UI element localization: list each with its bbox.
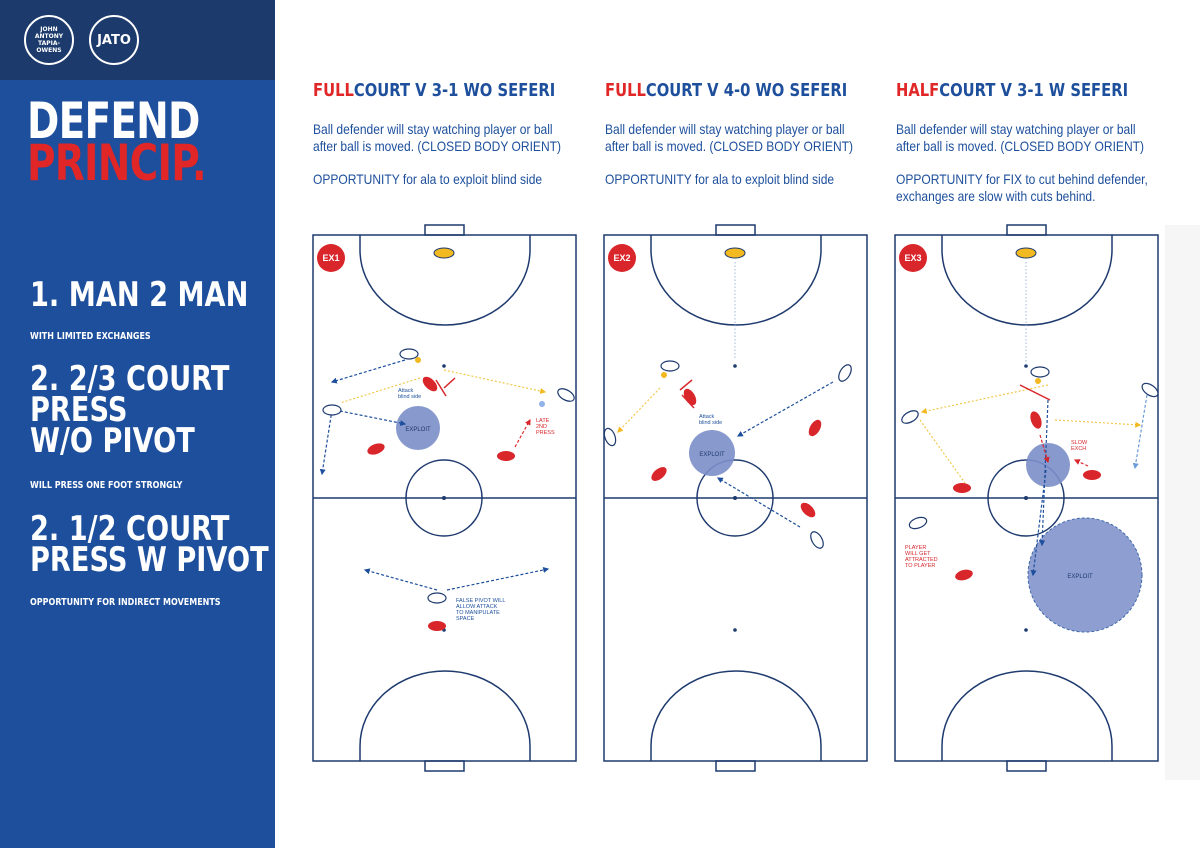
column-1-desc: Ball defender will stay watching player … bbox=[313, 121, 562, 154]
exploit-zone bbox=[396, 406, 440, 450]
label-line: TO PLAYER bbox=[905, 563, 935, 569]
exploit-label: EXPLOIT bbox=[699, 452, 725, 458]
page-edge-shadow bbox=[1165, 225, 1200, 780]
column-1-title: FULLCOURT V 3-1 WO SEFERI bbox=[313, 80, 555, 101]
column-3-note: OPPORTUNITY for FIX to cut behind defend… bbox=[896, 171, 1148, 204]
ex3-badge bbox=[899, 244, 927, 272]
author-initials: JATO bbox=[97, 32, 131, 48]
column-3-title-rest: COURT V 3-1 W SEFERI bbox=[939, 80, 1129, 101]
court-2: EX2 EXPLOIT Attack blind side bbox=[603, 224, 868, 772]
principle-1-sub: WITH LIMITED EXCHANGES bbox=[30, 331, 151, 342]
column-1-title-highlight: FULL bbox=[313, 80, 354, 101]
page-title-line-1: DEFEND bbox=[27, 92, 200, 150]
principle-2-heading-line: W/O PIVOT bbox=[30, 421, 195, 461]
principle-3-heading-line: 2. 1/2 COURT bbox=[30, 509, 230, 549]
initials-logo: JATO bbox=[89, 15, 139, 65]
label-line: SPACE bbox=[456, 616, 475, 622]
label-line: 2ND bbox=[536, 424, 547, 430]
column-1-note: OPPORTUNITY for ala to exploit blind sid… bbox=[313, 171, 543, 187]
sidebar bbox=[0, 0, 275, 848]
principle-2-heading: 2. 2/3 COURT PRESS W/O PIVOT bbox=[30, 359, 230, 461]
label-line: blind side bbox=[398, 394, 421, 400]
slow-exchange-zone bbox=[1026, 443, 1070, 487]
label-line: TO MANIPULATE bbox=[456, 610, 500, 616]
late-press-label: LATE 2ND PRESS bbox=[536, 418, 555, 436]
court-3: EX3 EXPLOIT SLOW EXCH PLAYER WILL GET bbox=[894, 224, 1159, 772]
page-title: DEFEND PRINCIP. bbox=[27, 92, 207, 192]
principle-3-heading-line: PRESS W PIVOT bbox=[30, 540, 269, 580]
label-line: Attack bbox=[398, 388, 414, 394]
label-line: ALLOW ATTACK bbox=[456, 604, 498, 610]
principle-3-sub: OPPORTUNITY FOR INDIRECT MOVEMENTS bbox=[30, 597, 221, 608]
label-line: WILL GET bbox=[905, 551, 931, 557]
column-2-note: OPPORTUNITY for ala to exploit blind sid… bbox=[605, 171, 835, 187]
principle-2-heading-line: PRESS bbox=[30, 390, 128, 430]
player-attracted-label: PLAYER WILL GET ATTRACTED TO PLAYER bbox=[905, 545, 939, 569]
label-line: SLOW bbox=[1071, 440, 1088, 446]
exploit-zone bbox=[689, 430, 735, 476]
column-1-title-rest: COURT V 3-1 WO SEFERI bbox=[353, 80, 556, 101]
column-3-desc: Ball defender will stay watching player … bbox=[896, 121, 1145, 154]
exploit-zone bbox=[1027, 517, 1143, 633]
label-line: EXCH bbox=[1071, 446, 1086, 452]
page-title-line-2: PRINCIP. bbox=[27, 134, 207, 192]
ex1-badge bbox=[317, 244, 345, 272]
label-line: PRESS bbox=[536, 430, 555, 436]
ex2-badge-label: EX2 bbox=[613, 253, 630, 263]
label-line: ATTRACTED bbox=[905, 557, 938, 563]
false-pivot-label: FALSE PIVOT WILL ALLOW ATTACK TO MANIPUL… bbox=[456, 598, 507, 622]
label-line: LATE bbox=[536, 418, 550, 424]
label-line: FALSE PIVOT WILL bbox=[456, 598, 505, 604]
column-3-title: HALFCOURT V 3-1 W SEFERI bbox=[896, 80, 1128, 101]
ex3-badge-label: EX3 bbox=[904, 253, 921, 263]
exploit-label: EXPLOIT bbox=[405, 427, 431, 433]
principle-1-heading: 1. MAN 2 MAN bbox=[30, 275, 249, 315]
label-line: Attack bbox=[699, 414, 715, 420]
slow-exchange-label: SLOW EXCH bbox=[1071, 440, 1089, 452]
court-1: EX1 EXPLOIT Attack blind side LATE 2ND bbox=[312, 224, 577, 772]
principle-3-heading: 2. 1/2 COURT PRESS W PIVOT bbox=[30, 509, 269, 580]
principle-2-heading-line: 2. 2/3 COURT bbox=[30, 359, 230, 399]
author-name: JOHN ANTONY TAPIA-OWENS bbox=[34, 26, 64, 54]
exploit-label: EXPLOIT bbox=[1067, 574, 1093, 580]
label-line: PLAYER bbox=[905, 545, 926, 551]
column-2-title: FULLCOURT V 4-0 WO SEFERI bbox=[605, 80, 847, 101]
ex1-badge-label: EX1 bbox=[322, 253, 339, 263]
attack-blind-side-label: Attack blind side bbox=[398, 388, 421, 400]
ex2-badge bbox=[608, 244, 636, 272]
column-3-title-highlight: HALF bbox=[896, 80, 940, 101]
column-2-title-rest: COURT V 4-0 WO SEFERI bbox=[645, 80, 848, 101]
label-line: blind side bbox=[699, 420, 722, 426]
principle-2-sub: WILL PRESS ONE FOOT STRONGLY bbox=[30, 480, 183, 491]
author-logo: JOHN ANTONY TAPIA-OWENS bbox=[24, 15, 74, 65]
column-2-title-highlight: FULL bbox=[605, 80, 646, 101]
attack-blind-side-label: Attack blind side bbox=[699, 414, 722, 426]
column-2-desc: Ball defender will stay watching player … bbox=[605, 121, 854, 154]
